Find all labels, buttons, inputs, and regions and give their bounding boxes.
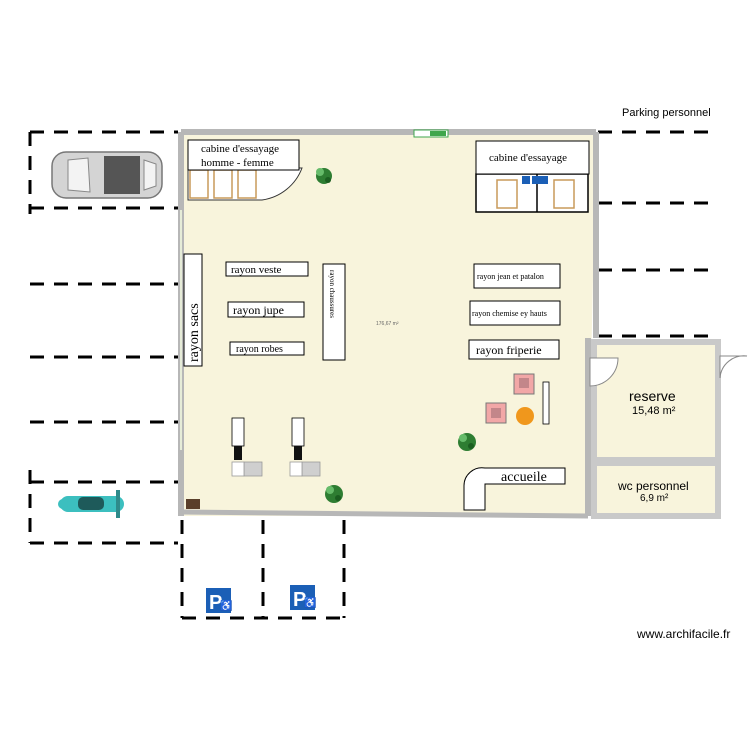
- rayon-jupe-label: rayon jupe: [233, 303, 284, 317]
- parking-bottom: [180, 520, 346, 620]
- parking-personnel-label: Parking personnel: [622, 107, 711, 119]
- plant-icon: [458, 433, 476, 451]
- rayon-chemise-label: rayon chemise ey hauts: [472, 309, 547, 318]
- display-stand-1: [231, 417, 263, 477]
- fitting-room-left-label-box: [187, 139, 300, 171]
- svg-text:♿: ♿: [304, 596, 316, 609]
- door-reserve-left: [589, 357, 619, 387]
- rayon-jupe-box: [227, 301, 305, 318]
- fitting-room-right-label-box: [475, 140, 590, 175]
- pink-chair-2-seat: [491, 408, 501, 418]
- exit-sign-arrow: [430, 131, 446, 136]
- wheelchair-sign: [522, 176, 530, 184]
- accessible-parking-icon: P ♿: [206, 588, 232, 614]
- rayon-robes-box: [229, 341, 305, 356]
- entrance-bin: [186, 499, 200, 509]
- fitting-room-left-label-2: homme - femme: [201, 157, 274, 169]
- wc-area: 6,9 m²: [640, 493, 669, 504]
- rayon-robes-label: rayon robes: [236, 344, 283, 355]
- rayon-veste-label: rayon veste: [231, 264, 282, 276]
- rayon-friperie-box: [468, 339, 560, 360]
- car-icon: [51, 151, 163, 199]
- accessible-parking-icon: P ♿: [290, 585, 316, 611]
- wc-name: wc personnel: [617, 479, 689, 493]
- rayon-chaussures-label: rayon chaussures: [328, 270, 336, 318]
- round-table: [516, 407, 534, 425]
- rayon-jean-label: rayon jean et patalon: [477, 272, 544, 281]
- parking-left: [28, 130, 178, 545]
- fitting-room-right-label: cabine d'essayage: [489, 152, 567, 164]
- watermark: www.archifacile.fr: [636, 627, 730, 641]
- rayon-veste-box: [225, 261, 309, 277]
- rayon-friperie-label: rayon friperie: [476, 343, 542, 357]
- rayon-sacs-label: rayon sacs: [187, 303, 202, 362]
- scooter-icon: [58, 490, 124, 518]
- reception-desk: [463, 467, 566, 511]
- main-area-label: 176,67 m²: [376, 321, 399, 327]
- rayon-chaussures-box: [322, 263, 346, 361]
- parking-right: [598, 130, 718, 338]
- rayon-sacs-box: [183, 253, 203, 367]
- wc-sign: [532, 176, 548, 184]
- svg-text:P: P: [293, 589, 306, 611]
- rayon-jean-box: [473, 263, 561, 289]
- pink-chair-1-seat: [519, 378, 529, 388]
- door-reserve-right: [719, 355, 748, 379]
- rayon-chemise-box: [469, 300, 561, 326]
- reserve-area: 15,48 m²: [632, 405, 676, 417]
- reception-label: accueile: [501, 470, 547, 485]
- svg-text:P: P: [209, 592, 222, 614]
- plant-icon: [325, 485, 343, 503]
- fitting-room-left-label-1: cabine d'essayage: [201, 143, 279, 155]
- svg-text:♿: ♿: [220, 599, 232, 612]
- side-shelf: [542, 381, 550, 425]
- plant-icon: [316, 168, 332, 184]
- wc-room: [591, 460, 721, 519]
- reserve-name: reserve: [629, 388, 676, 404]
- display-stand-2: [289, 417, 321, 477]
